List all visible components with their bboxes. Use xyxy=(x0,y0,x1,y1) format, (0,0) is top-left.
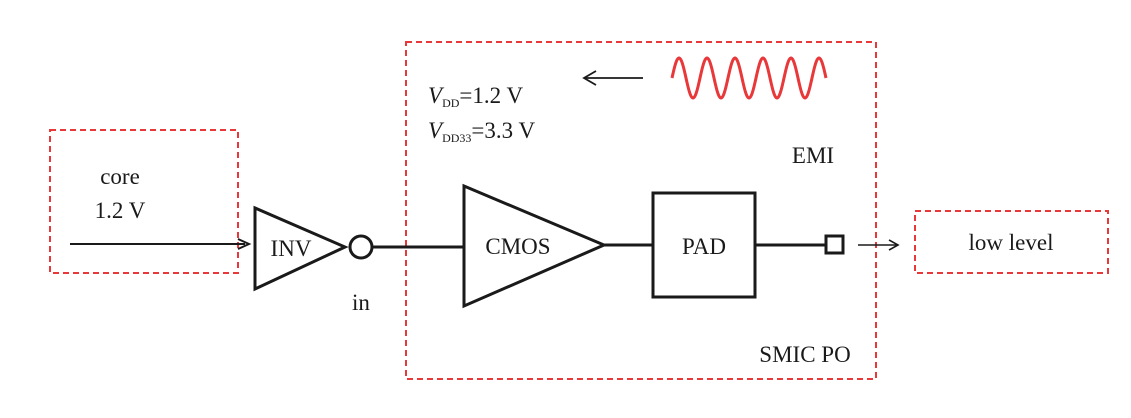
vdd33-symbol: V xyxy=(428,118,445,143)
output-arrowhead xyxy=(888,239,900,251)
vdd33-subscript: DD33 xyxy=(442,131,471,145)
emi-arrowhead xyxy=(582,70,597,86)
pad-label: PAD xyxy=(682,234,726,259)
core-label: core xyxy=(100,164,140,189)
smic-po-box xyxy=(405,41,877,380)
vdd-value: =1.2 V xyxy=(459,83,523,108)
vdd-symbol: V xyxy=(428,83,445,108)
output-terminal xyxy=(824,234,845,255)
low-level-label: low level xyxy=(969,230,1054,255)
input-arrowhead xyxy=(237,238,252,250)
vdd33-value: =3.3 V xyxy=(471,118,535,143)
cmos-buffer-triangle xyxy=(462,183,608,309)
core-box xyxy=(49,129,239,274)
inverter-label: INV xyxy=(271,236,312,261)
core-voltage-label: 1.2 V xyxy=(95,198,146,223)
low-level-box xyxy=(914,210,1109,274)
emi-wave xyxy=(670,56,828,100)
inverter-triangle xyxy=(253,205,349,292)
emi-label: EMI xyxy=(792,143,834,168)
vdd-label: VDD=1.2 V xyxy=(428,83,523,110)
cmos-label: CMOS xyxy=(485,234,550,259)
inverter-bubble xyxy=(348,234,374,260)
vdd33-label: VDD33=3.3 V xyxy=(428,118,535,145)
block-name-label: SMIC PO xyxy=(759,342,850,367)
node-in-label: in xyxy=(352,290,370,315)
vdd-subscript: DD xyxy=(442,96,460,110)
